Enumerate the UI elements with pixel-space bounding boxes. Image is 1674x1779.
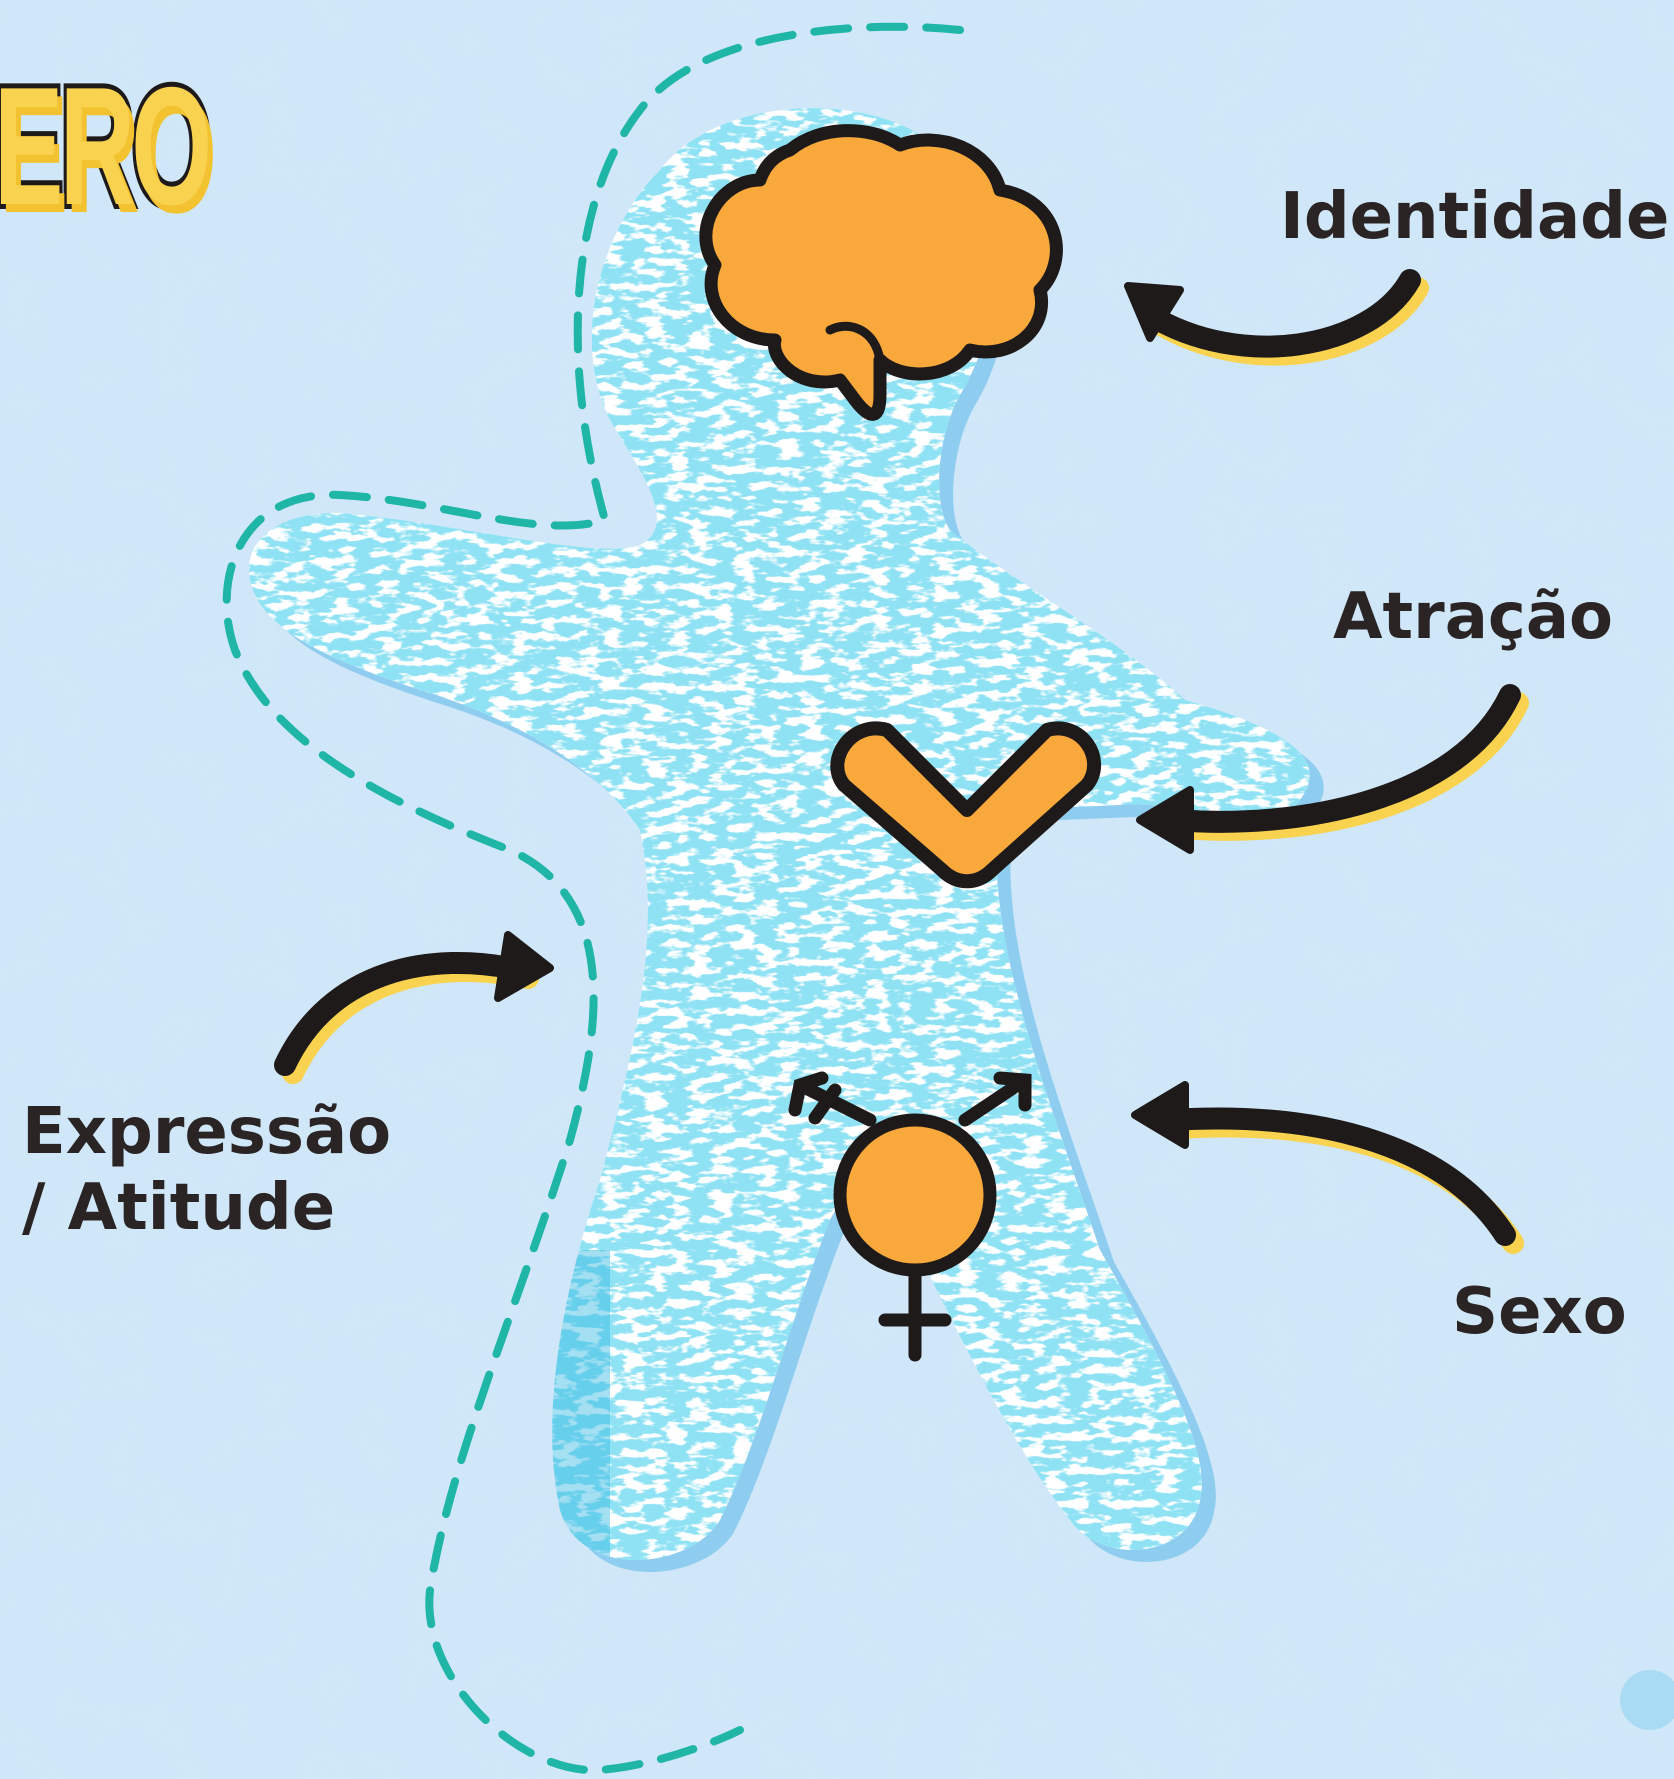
- arrow-atracao: [1136, 684, 1529, 854]
- brain-icon: [699, 124, 1063, 421]
- paint-splash: [1620, 1670, 1674, 1730]
- expression-dashed-outline: [222, 22, 964, 1775]
- label-expressao-line2: / Atitude: [22, 1170, 336, 1245]
- label-sexo: Sexo: [1452, 1275, 1627, 1349]
- arrow-expressao: [274, 931, 554, 1084]
- title-fragment: ERO: [0, 52, 215, 240]
- label-expressao-line1: Expressão: [22, 1095, 392, 1169]
- label-expressao: Expressão / Atitude: [22, 1095, 391, 1246]
- transgender-symbol-icon: [788, 1071, 1032, 1362]
- heart-icon: [830, 721, 1102, 889]
- arrow-identidade: [1124, 269, 1429, 366]
- arrow-sexo: [1131, 1081, 1524, 1254]
- label-identidade: Identidade: [1280, 180, 1670, 254]
- label-atracao: Atração: [1333, 580, 1613, 654]
